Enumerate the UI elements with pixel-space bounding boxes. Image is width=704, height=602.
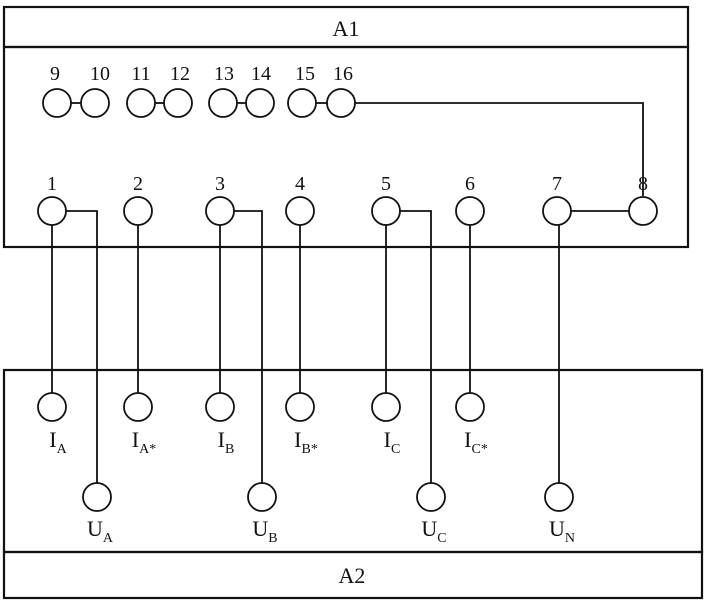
terminal-15-label: 15 [295, 63, 315, 85]
terminal-ic-star [455, 392, 485, 422]
terminal-1 [37, 196, 67, 226]
terminal-15 [287, 88, 317, 118]
terminal-11 [126, 88, 156, 118]
terminal-1-label: 1 [47, 173, 57, 195]
terminal-uc [416, 482, 446, 512]
terminal-ub [247, 482, 277, 512]
terminal-13 [208, 88, 238, 118]
a2-footer [2, 550, 704, 600]
terminal-6-label: 6 [465, 173, 475, 195]
terminal-2-label: 2 [133, 173, 143, 195]
wire-1-to-ua [66, 210, 98, 483]
terminal-ua [82, 482, 112, 512]
terminal-7 [542, 196, 572, 226]
terminal-10-label: 10 [90, 63, 110, 85]
wire-5-to-uc [400, 210, 432, 483]
terminal-5 [371, 196, 401, 226]
terminal-16 [326, 88, 356, 118]
terminal-12-label: 12 [170, 63, 190, 85]
terminal-14-label: 14 [251, 63, 271, 85]
terminal-ic [371, 392, 401, 422]
a2-label: A2 [339, 563, 366, 588]
wire-3-to-ub [234, 210, 263, 483]
terminal-uc-label: UC [421, 516, 446, 546]
terminal-ib-star-label: IB* [294, 427, 318, 457]
terminal-10 [80, 88, 110, 118]
wires [51, 102, 644, 483]
terminal-8 [628, 196, 658, 226]
terminal-ic-star-label: IC* [464, 427, 488, 457]
terminal-7-label: 7 [552, 173, 562, 195]
terminal-6 [455, 196, 485, 226]
terminal-ib [205, 392, 235, 422]
terminal-ia-label: IA [49, 427, 67, 457]
block-a2: A2 [2, 368, 704, 600]
terminal-3-label: 3 [215, 173, 225, 195]
terminal-3 [205, 196, 235, 226]
terminal-ib-label: IB [218, 427, 235, 457]
wire-16-to-8 [355, 102, 644, 196]
terminal-4 [285, 196, 315, 226]
terminal-9-label: 9 [50, 63, 60, 85]
a2-body [2, 368, 704, 554]
terminal-16-label: 16 [333, 63, 353, 85]
terminal-ia [37, 392, 67, 422]
terminal-ia-star-label: IA* [132, 427, 156, 457]
terminal-5-label: 5 [381, 173, 391, 195]
terminal-2 [123, 196, 153, 226]
terminal-12 [163, 88, 193, 118]
terminal-14 [245, 88, 275, 118]
terminal-un-label: UN [549, 516, 575, 546]
a1-label: A1 [333, 16, 360, 41]
terminal-ua-label: UA [87, 516, 114, 546]
a1-body [2, 45, 690, 249]
terminals [37, 88, 658, 512]
terminal-9 [42, 88, 72, 118]
block-a1: A1 [2, 5, 690, 249]
terminal-ia-star [123, 392, 153, 422]
terminal-11-label: 11 [131, 63, 150, 85]
terminal-ib-star [285, 392, 315, 422]
terminal-ic-label: IC [384, 427, 401, 457]
terminal-un [544, 482, 574, 512]
terminal-13-label: 13 [214, 63, 234, 85]
terminal-ub-label: UB [252, 516, 277, 546]
terminal-8-label: 8 [638, 173, 648, 195]
terminal-4-label: 4 [295, 173, 305, 195]
